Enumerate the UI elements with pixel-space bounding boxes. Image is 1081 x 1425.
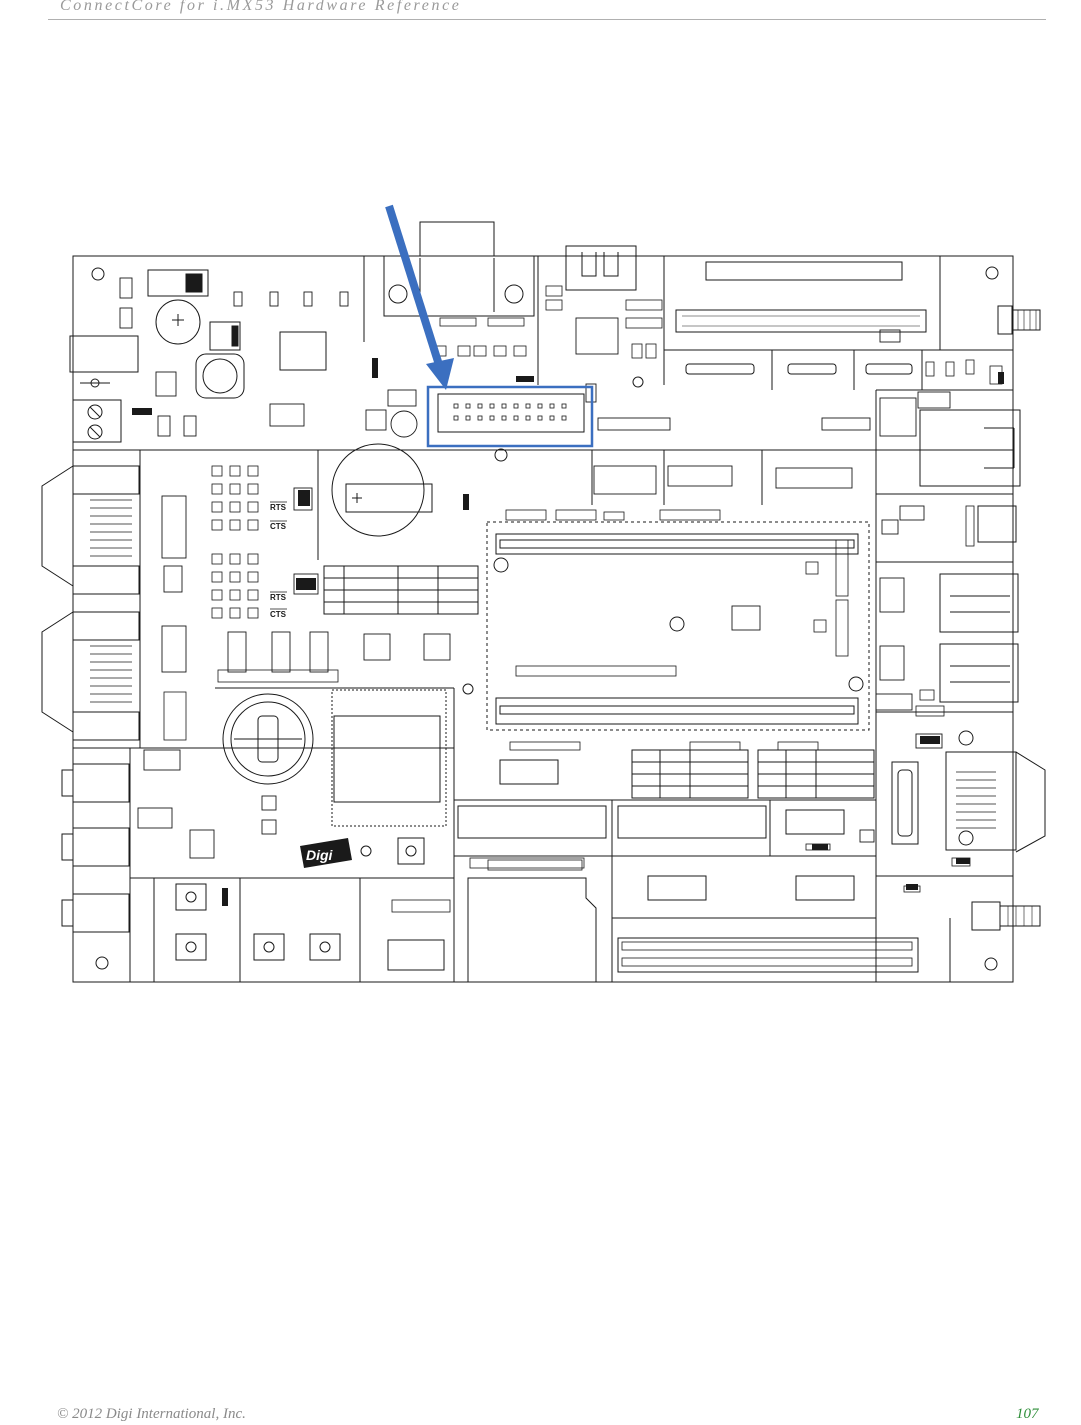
module-outline: [487, 522, 869, 730]
pointer-arrow: [389, 206, 440, 368]
highlight-box: [428, 387, 592, 446]
pointer-arrowhead: [426, 358, 454, 390]
db9-left-upper: [42, 466, 73, 586]
digi-logo: Digi: [306, 847, 334, 863]
silkscreen-rts-1: RTS: [270, 503, 287, 512]
usb-top-connector: [566, 246, 636, 290]
db9-left-lower: [42, 612, 73, 732]
silkscreen-cts-2: CTS: [270, 610, 287, 619]
silkscreen-cts-1: CTS: [270, 522, 287, 531]
footer-page-number: 107: [1016, 1406, 1039, 1423]
board-outline: [73, 256, 1013, 982]
db9-top-connector: [420, 222, 494, 256]
silkscreen-rts-2: RTS: [270, 593, 287, 602]
footer-copyright: © 2012 Digi International, Inc.: [57, 1406, 246, 1423]
